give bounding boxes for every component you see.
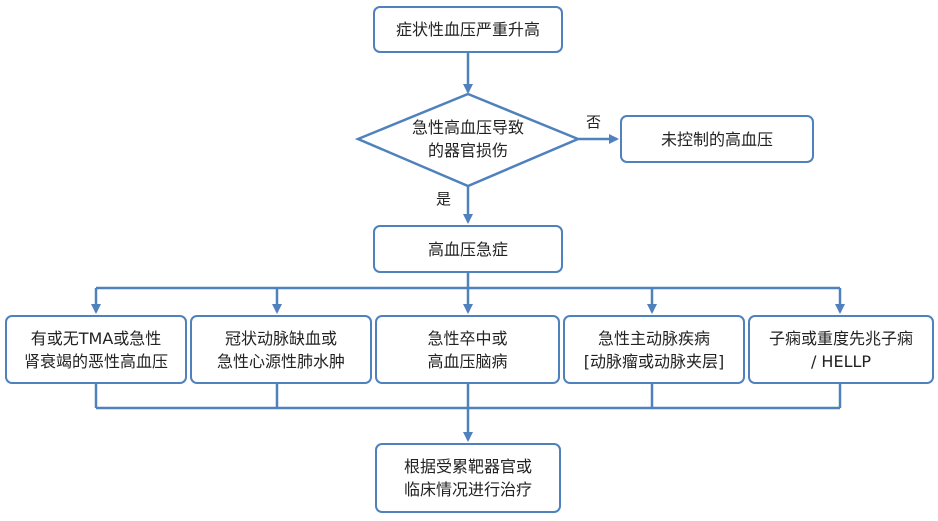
node-malignant-hypertension-label-2: 肾衰竭的恶性高血压 [23,351,168,371]
node-aortic-disease-label-1: 急性主动脉疾病 [597,328,710,348]
edge-label-no: 否 [586,113,602,131]
node-uncontrolled-label: 未控制的高血压 [660,129,773,149]
node-coronary-ischemia: 冠状动脉缺血或 急性心源性肺水肿 [190,315,372,384]
node-decision-label-1: 急性高血压导致 [411,118,524,137]
node-stroke: 急性卒中或 高血压脑病 [375,315,560,384]
node-stroke-label-2: 高血压脑病 [427,351,508,371]
decision-diamond [354,92,582,188]
node-decision: 急性高血压导致 的器官损伤 [378,114,558,164]
edge-label-yes: 是 [436,190,452,208]
node-eclampsia-label-1: 子痫或重度先兆子痫 [768,328,913,348]
node-eclampsia: 子痫或重度先兆子痫 / HELLP [748,315,934,384]
node-start-label: 症状性血压严重升高 [395,20,540,39]
node-start: 症状性血压严重升高 [373,6,563,53]
node-eclampsia-label-2: / HELLP [810,351,872,371]
node-aortic-disease: 急性主动脉疾病 [动脉瘤或动脉夹层] [563,315,745,384]
node-coronary-ischemia-label-1: 冠状动脉缺血或 [224,328,337,348]
node-treatment-label-2: 临床情况进行治疗 [403,480,532,499]
node-stroke-label-1: 急性卒中或 [427,328,508,348]
node-treatment-label-1: 根据受累靶器官或 [403,457,532,476]
node-malignant-hypertension-label-1: 有或无TMA或急性 [30,328,162,348]
node-coronary-ischemia-label-2: 急性心源性肺水肿 [216,351,345,371]
node-uncontrolled: 未控制的高血压 [620,115,814,163]
node-treatment: 根据受累靶器官或 临床情况进行治疗 [375,443,561,513]
node-malignant-hypertension: 有或无TMA或急性 肾衰竭的恶性高血压 [5,315,187,384]
node-emergency: 高血压急症 [373,225,563,273]
node-emergency-label: 高血压急症 [427,239,508,259]
node-aortic-disease-label-2: [动脉瘤或动脉夹层] [583,351,725,371]
node-decision-label-2: 的器官损伤 [427,141,508,160]
